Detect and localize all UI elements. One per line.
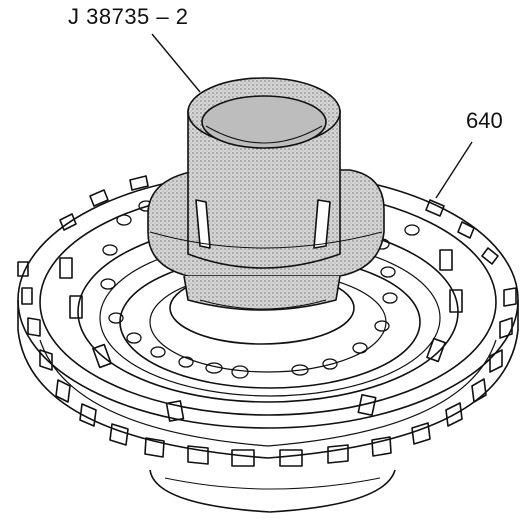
lower-hub <box>149 469 396 513</box>
spring-holes <box>100 200 420 379</box>
leader-lines <box>151 33 473 199</box>
tool-leader-line <box>151 33 201 93</box>
special-tool <box>147 77 385 311</box>
tool-callout-label: J 38735 – 2 <box>68 4 189 29</box>
part-callout-label: 640 <box>466 108 503 133</box>
part-leader-line <box>435 141 473 199</box>
